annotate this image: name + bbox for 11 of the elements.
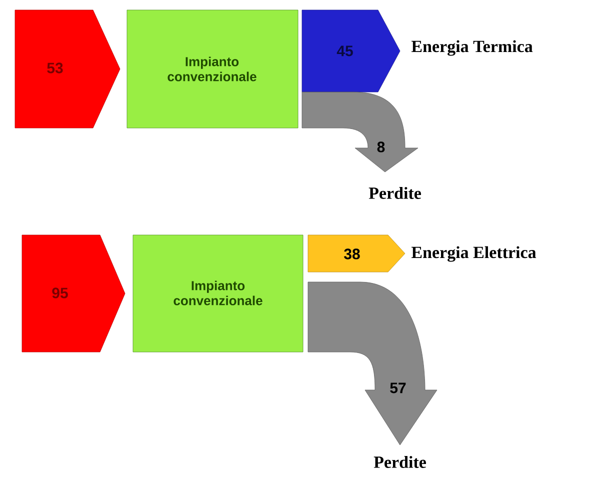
plant-box: Impianto convenzionale — [132, 234, 304, 352]
value-tag: 38 — [308, 234, 406, 272]
output-label: Perdite — [368, 187, 421, 199]
output-label: Energia Termica — [412, 40, 533, 56]
value-tag: 45 — [302, 10, 400, 92]
value-tag: 53 — [14, 10, 120, 128]
loss-band: 57 — [308, 282, 438, 446]
loss-band: 8 — [302, 92, 418, 172]
output-label: Energia Elettrica — [412, 246, 536, 262]
plant-box: Impianto convenzionale — [126, 10, 298, 128]
value-tag: 95 — [22, 234, 126, 352]
